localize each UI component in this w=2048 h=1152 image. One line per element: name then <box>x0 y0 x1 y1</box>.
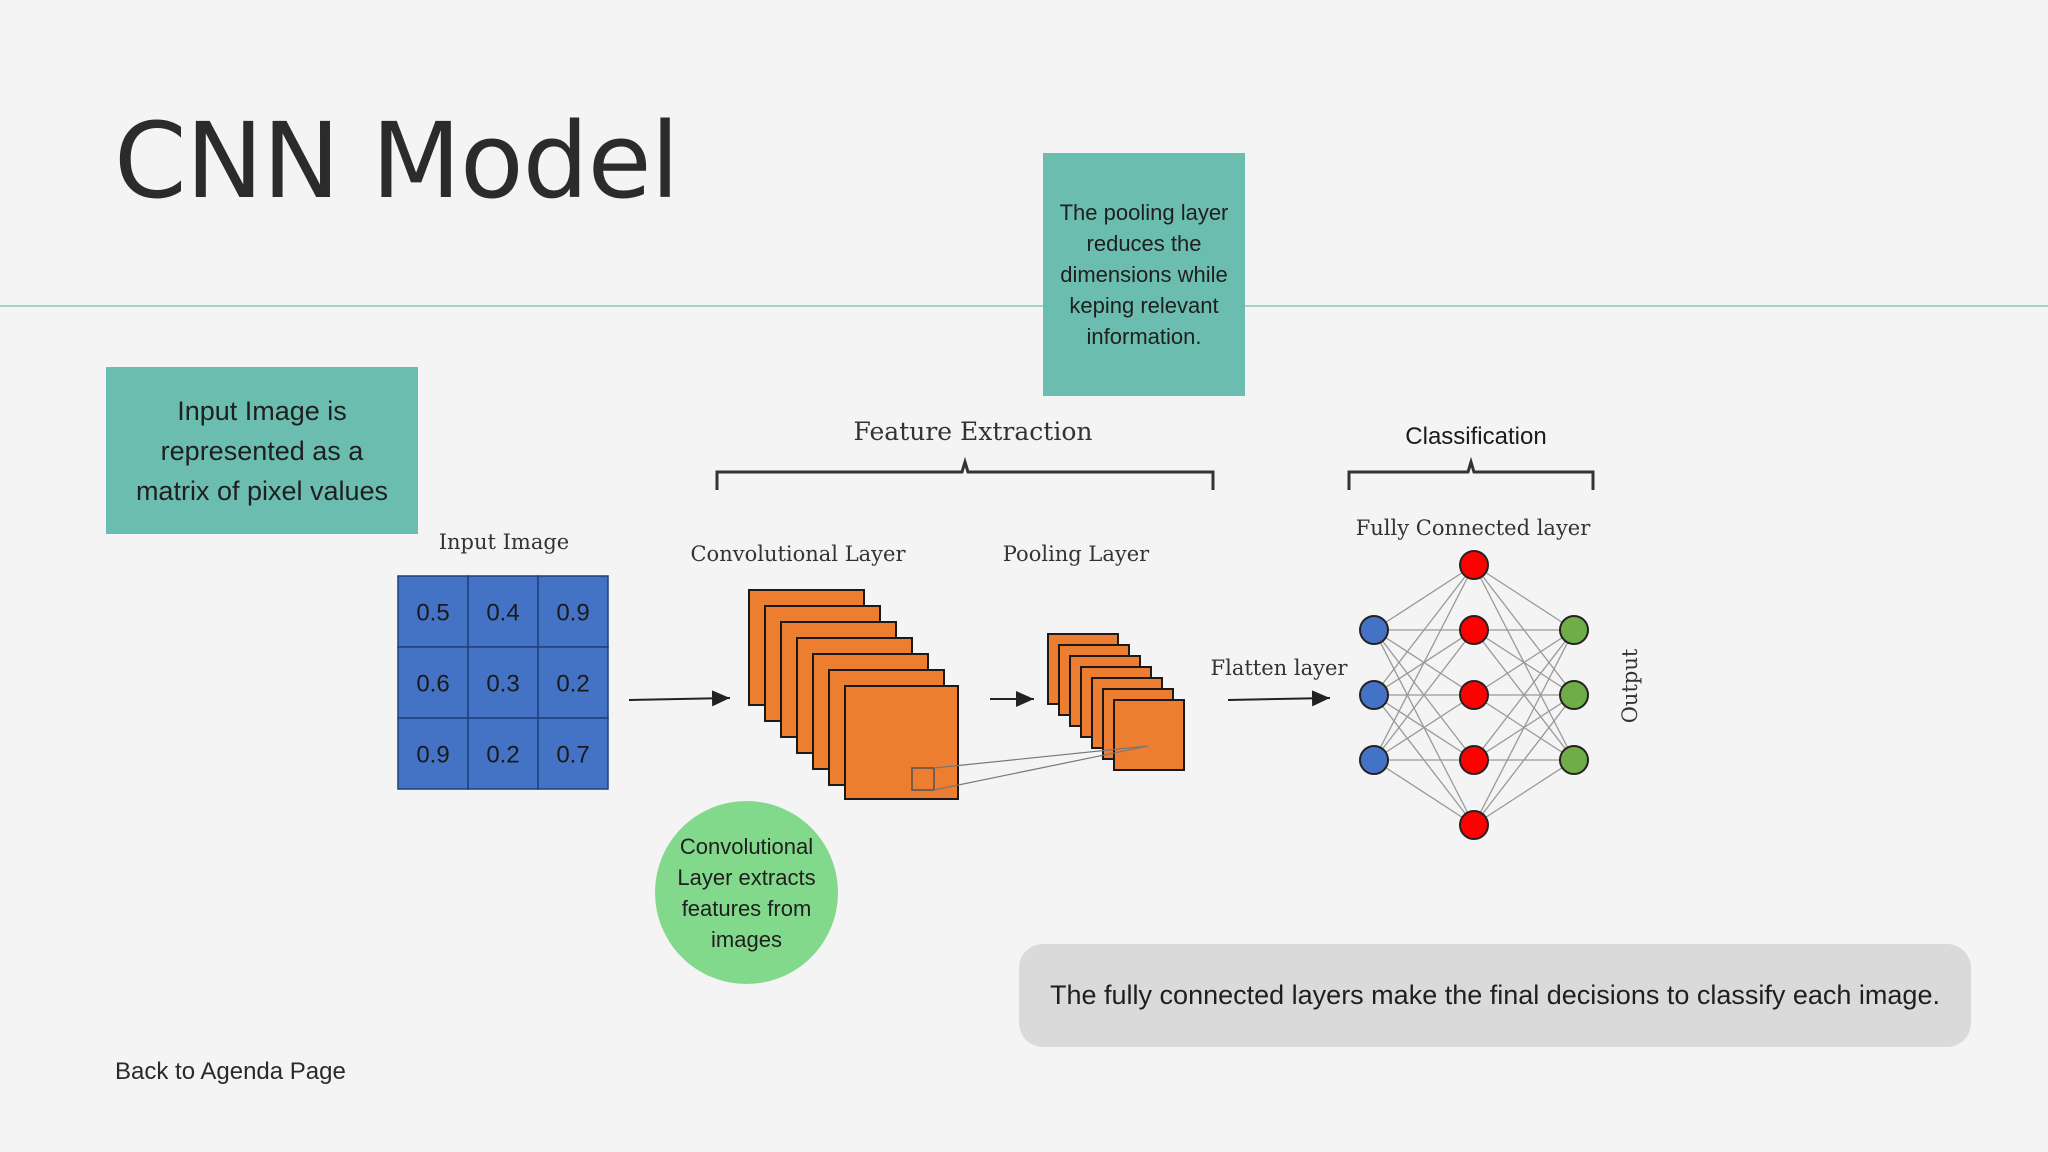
matrix-cell <box>397 575 469 648</box>
connection-line <box>1473 629 1575 761</box>
connection-line <box>1473 694 1575 826</box>
hidden-node <box>1459 680 1489 710</box>
title-divider <box>0 305 2048 307</box>
pooling-layer-note: The pooling layer reduces the dimensions… <box>1043 153 1245 396</box>
connection-line <box>1373 564 1475 631</box>
matrix-cell <box>537 575 609 648</box>
connection-line <box>1473 629 1575 826</box>
feature-extraction-bracket <box>715 456 1215 490</box>
convolutional-layer-note: Convolutional Layer extracts features fr… <box>655 801 838 984</box>
matrix-cell <box>537 646 609 719</box>
pool-feature-map <box>1113 699 1185 771</box>
fully-connected-note-text: The fully connected layers make the fina… <box>1050 980 1940 1010</box>
receptive-line-top <box>933 745 1149 769</box>
arrow-flatten <box>1227 690 1331 707</box>
flatten-layer-label: Flatten layer <box>1211 656 1349 680</box>
matrix-value: 0.7 <box>556 742 589 769</box>
output-node <box>1559 745 1589 775</box>
matrix-cell <box>397 646 469 719</box>
input-image-note: Input Image is represented as a matrix o… <box>106 367 418 534</box>
matrix-value: 0.3 <box>486 671 519 698</box>
conv-feature-maps <box>748 589 959 800</box>
matrix-value: 0.4 <box>486 600 519 627</box>
conv-layer-label: Convolutional Layer <box>690 542 906 566</box>
back-to-agenda-link[interactable]: Back to Agenda Page <box>115 1058 346 1085</box>
input-image-note-text: Input Image is represented as a matrix o… <box>135 395 389 506</box>
input-node <box>1359 615 1389 645</box>
receptive-line-bottom <box>933 745 1149 791</box>
connection-line <box>1373 629 1475 761</box>
input-node <box>1359 680 1389 710</box>
classification-label: Classification <box>1405 423 1546 450</box>
convolutional-layer-note-text: Convolutional Layer extracts features fr… <box>677 833 816 952</box>
matrix-value: 0.2 <box>486 742 519 769</box>
classification-bracket <box>1347 456 1595 490</box>
connection-line <box>1373 694 1475 761</box>
matrix-value: 0.6 <box>416 671 449 698</box>
input-node <box>1359 745 1389 775</box>
connection-line <box>1373 564 1475 761</box>
matrix-cell <box>467 646 539 719</box>
matrix-value: 0.9 <box>556 600 589 627</box>
pool-layer-label: Pooling Layer <box>1003 542 1150 566</box>
hidden-node <box>1459 745 1489 775</box>
matrix-cell <box>537 717 609 790</box>
conv-feature-map <box>844 685 959 800</box>
slide-title: CNN Model <box>114 100 680 222</box>
receptive-field-box <box>911 767 935 791</box>
pool-feature-maps <box>1047 633 1185 771</box>
fully-connected-note: The fully connected layers make the fina… <box>1019 944 1971 1047</box>
matrix-value: 0.2 <box>556 671 589 698</box>
connection-line <box>1473 759 1575 826</box>
connection-line <box>1373 564 1475 696</box>
output-node <box>1559 680 1589 710</box>
matrix-value: 0.5 <box>416 600 449 627</box>
output-node <box>1559 615 1589 645</box>
pooling-layer-note-text: The pooling layer reduces the dimensions… <box>1059 200 1229 349</box>
output-label: Output <box>1618 648 1642 723</box>
arrow-input-to-conv <box>628 690 731 707</box>
hidden-node <box>1459 810 1489 840</box>
fully-connected-network <box>1359 550 1589 840</box>
fc-layer-label: Fully Connected layer <box>1356 516 1592 540</box>
hidden-node <box>1459 615 1489 645</box>
connection-line <box>1373 759 1475 826</box>
matrix-cell <box>467 575 539 648</box>
connection-line <box>1473 629 1575 696</box>
matrix-cell <box>467 717 539 790</box>
pixel-matrix: 0.5 0.4 0.9 0.6 0.3 0.2 0.9 0.2 0.7 <box>397 575 609 790</box>
matrix-value: 0.9 <box>416 742 449 769</box>
feature-extraction-label: Feature Extraction <box>854 417 1093 446</box>
connection-line <box>1473 564 1575 631</box>
hidden-node <box>1459 550 1489 580</box>
input-image-label: Input Image <box>439 530 570 554</box>
